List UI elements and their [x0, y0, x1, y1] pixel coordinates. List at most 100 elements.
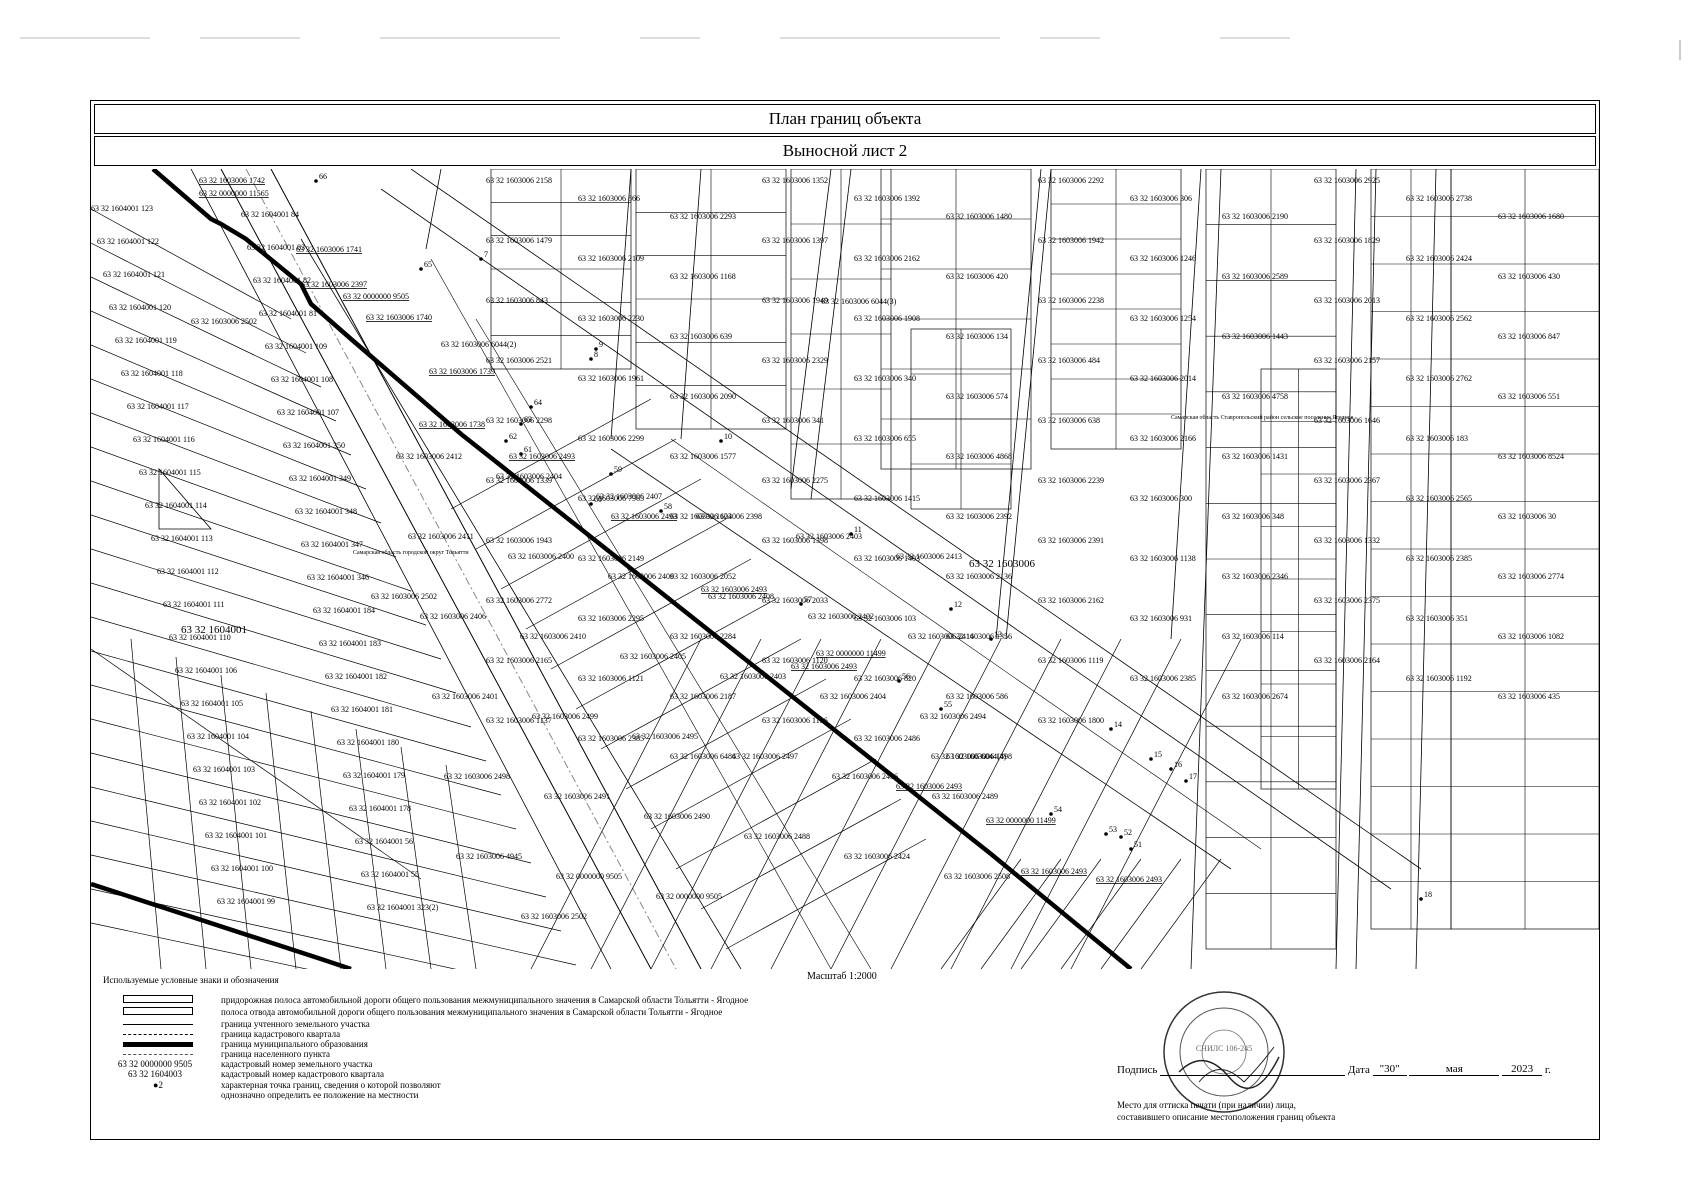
parcel-label: 63 32 1604001 122 — [97, 237, 159, 246]
legend-item-right-of-way: полоса отвода автомобильной дороги общег… — [103, 1007, 1003, 1019]
parcel-label: 63 32 1603006 1339 — [486, 476, 552, 485]
parcel-label: 63 32 1603006 2495 — [632, 732, 698, 741]
parcel-label: 63 32 0000000 9505 — [656, 892, 722, 901]
parcel-label: 63 32 1603006 2499 — [532, 712, 598, 721]
year-suffix: г. — [1544, 1064, 1551, 1076]
parcel-label: 63 32 1603006 1742 — [199, 176, 265, 185]
parcel-label: 63 32 1603006 2488 — [744, 832, 810, 841]
parcel-label: 63 32 1603006 1121 — [578, 674, 644, 683]
boundary-point-label: 15 — [1154, 750, 1162, 759]
parcel-label: 63 32 1603006 843 — [486, 296, 548, 305]
parcel-label: 63 32 1603006 2424 — [1406, 254, 1472, 263]
parcel-label: 63 32 1603006 820 — [854, 674, 916, 683]
parcel-label: 63 32 1603006 2275 — [762, 476, 828, 485]
boundary-point-marker — [314, 179, 318, 183]
boundary-point-label: 53 — [1109, 825, 1117, 834]
date-day: "30" — [1372, 1063, 1407, 1076]
boundary-point-marker — [1149, 757, 1153, 761]
parcel-label: 63 32 1603006 2502 — [371, 592, 437, 601]
legend-symbol-dashed-line — [123, 1034, 193, 1035]
parcel-label: 63 32 1603006 1741 — [296, 245, 362, 254]
parcel-label: 63 32 1603006 484 — [1038, 356, 1100, 365]
parcel-label: 63 32 1603006 1398 — [762, 536, 828, 545]
parcel-label: 63 32 1603006 1397 — [762, 236, 828, 245]
parcel-label: 63 32 1603006 2385 — [578, 734, 644, 743]
boundary-point-label: 59 — [614, 465, 622, 474]
parcel-label: 63 32 1603006 2284 — [670, 632, 736, 641]
parcel-label: 63 32 1603006 6044(4) — [931, 752, 1007, 761]
parcel-label: 63 32 1603006 2490 — [644, 812, 710, 821]
parcel-label: 63 32 1603006 2385 — [1130, 674, 1196, 683]
parcel-label: 63 32 1603006 2424 — [844, 852, 910, 861]
parcel-label: 63 32 1603006 2375 — [1314, 596, 1380, 605]
parcel-label: 63 32 1603006 4945 — [456, 852, 522, 861]
municipal-boundary — [151, 169, 1133, 969]
parcel-label: 63 32 1604001 100 — [211, 864, 273, 873]
boundary-point-label: 61 — [524, 445, 532, 454]
parcel-label: 63 32 1603006 1254 — [1130, 314, 1196, 323]
boundary-point-marker — [989, 637, 993, 641]
boundary-point-marker — [799, 602, 803, 606]
legend-symbol-thin-line — [123, 1024, 193, 1025]
parcel-label: 63 32 1604001 115 — [139, 468, 201, 477]
parcel-label: 63 32 1603006 2411 — [408, 532, 474, 541]
boundary-point-marker — [659, 509, 663, 513]
parcel-label: 63 32 1603006 2414 — [908, 632, 974, 641]
parcel-label: 63 32 1603006 1680 — [1498, 212, 1564, 221]
parcel-label: 63 32 1603006 2493 — [791, 662, 857, 671]
parcel-label: 63 32 1603006 7965 — [578, 494, 644, 503]
street-band — [380, 169, 1422, 890]
parcel-label: 63 32 1603006 348 — [1222, 512, 1284, 521]
parcel-label: 63 32 1603006 586 — [946, 692, 1008, 701]
parcel-label: 63 32 1603006 2494 — [920, 712, 986, 721]
boundary-point-marker — [1419, 897, 1423, 901]
boundary-point-marker — [594, 347, 598, 351]
parcel-label: 63 32 1603006 1120 — [762, 656, 828, 665]
boundary-point-label: 60 — [594, 495, 602, 504]
parcel-label: 63 32 0000000 11499 — [986, 816, 1056, 825]
page-title: План границ объекта — [94, 104, 1596, 134]
parcel-label: 63 32 1603006 2489 — [932, 792, 998, 801]
parcel-label: 63 32 1604001 116 — [133, 435, 195, 444]
parcel-label: 63 32 1603006 1943 — [486, 536, 552, 545]
parcel-label: 63 32 1603006 6044(2) — [441, 340, 517, 349]
parcel-label: 63 32 1604001 55 — [361, 870, 419, 879]
parcel-label: 63 32 1603006 2398 — [696, 512, 762, 521]
boundary-point-label: 11 — [854, 525, 862, 534]
parcel-label: 63 32 1603006 1119 — [1038, 656, 1103, 665]
parcel-label: 63 32 1603006 1577 — [670, 452, 736, 461]
boundary-point-label: 62 — [509, 432, 517, 441]
parcel-label: 63 32 1604001 181 — [331, 705, 393, 714]
parcel-label: 63 32 1604001 347 — [301, 540, 363, 549]
parcel-label: 63 32 1603006 1352 — [762, 176, 828, 185]
boundary-point-marker — [479, 257, 483, 261]
parcel-label: 63 32 1603006 2493 — [1096, 875, 1162, 884]
parcel-label: 63 32 1603006 2562 — [1406, 314, 1472, 323]
boundary-point-label: 55 — [944, 700, 952, 709]
parcel-label: 63 32 1603006 2498 — [444, 772, 510, 781]
plan-sheet: План границ объекта Выносной лист 2 — [90, 100, 1600, 1140]
boundary-point-label: 17 — [1189, 772, 1197, 781]
boundary-point-label: 57 — [804, 595, 812, 604]
parcel-label: 63 32 1603006 1168 — [670, 272, 736, 281]
parcel-label: 63 32 1604001 180 — [337, 738, 399, 747]
parcel-label: 63 32 1604001 184 — [313, 606, 375, 615]
parcel-label: 63 32 1603006 2391 — [1038, 536, 1104, 545]
boundary-point-marker — [1109, 727, 1113, 731]
parcel-label: 63 32 1603006 2404 — [496, 472, 562, 481]
parcel-label: 63 32 1603006 2521 — [486, 356, 552, 365]
parcel-label: 63 32 1603006 2392 — [946, 512, 1012, 521]
parcel-label: 63 32 1603006 1136 — [762, 716, 828, 725]
parcel-label: 63 32 1603006 1246 — [1130, 254, 1196, 263]
parcel-label: 63 32 1603006 2493 — [701, 585, 767, 594]
parcel-label: 63 32 0000000 11499 — [816, 649, 886, 658]
parcel-label: 63 32 1603006 1431 — [1222, 452, 1288, 461]
parcel-label: 63 32 1603006 2166 — [1130, 434, 1196, 443]
parcel-label: 63 32 1603006 2493 — [509, 452, 575, 461]
boundary-point-label: 54 — [1054, 805, 1062, 814]
parcel-label: 63 32 0000000 9505 — [343, 292, 409, 301]
parcel-label: 63 32 1603006 2162 — [1038, 596, 1104, 605]
boundary-point-label: 9 — [599, 340, 603, 349]
